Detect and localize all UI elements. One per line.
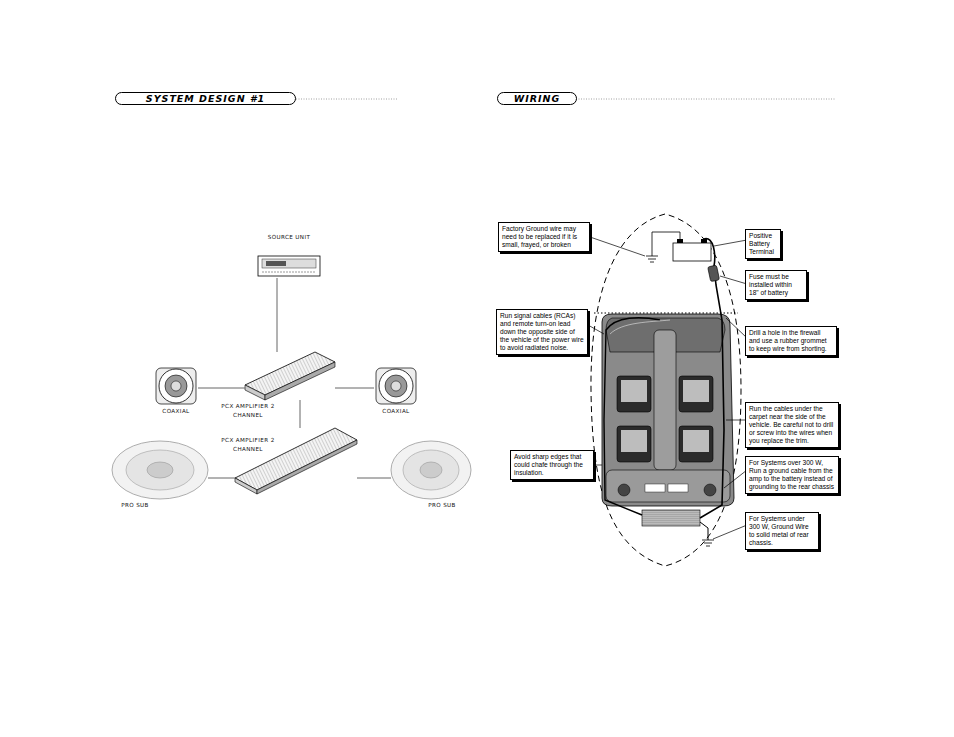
component-label: PCX AMPLIFIER 2 CHANNEL [215,402,281,420]
callout-box: Avoid sharp edges that could chafe throu… [510,450,594,480]
component-label: PRO SUB [110,501,160,510]
speaker-wire [357,478,391,479]
source-unit: SOURCE UNIT [258,254,320,278]
callout-text: For Systems under 300 W, Ground Wire to … [749,515,815,547]
header-rule [296,99,398,100]
speaker-wire [208,478,235,479]
coaxial-figure [156,368,196,404]
callout-text: For Systems over 300 W, Run a ground cab… [749,459,835,491]
subwoofer: PRO SUB [391,441,473,499]
subwoofer: PRO SUB [112,441,208,499]
callout-text: Fuse must be installed within 18" of bat… [749,273,803,297]
component-label: COAXIAL [366,407,426,416]
callout-box: Run the cables under the carpet near the… [745,402,839,448]
callout-box: Run signal cables (RCAs) and remote turn… [496,309,588,355]
source-unit-figure [258,256,320,276]
callout-text: Avoid sharp edges that could chafe throu… [514,453,590,477]
amplifier-figure [245,352,335,400]
amplifier: PCX AMPLIFIER 2 CHANNEL [235,428,357,494]
coaxial-speaker: COAXIAL [374,370,418,404]
callout-text: Drill a hole in the firewall and use a r… [749,329,833,353]
subwoofer-figure [112,441,208,499]
callout-text: Positive Battery Terminal [749,232,777,256]
callout-box: Fuse must be installed within 18" of bat… [745,270,807,300]
coaxial-speaker: COAXIAL [154,370,198,404]
component-label: PCX AMPLIFIER 2 CHANNEL [215,436,281,454]
component-label: SOURCE UNIT [250,233,328,242]
callout-box: Positive Battery Terminal [745,229,781,259]
subwoofer-figure [391,441,471,499]
component-label: COAXIAL [146,407,206,416]
car-figure [591,214,741,566]
callout-box: For Systems over 300 W, Run a ground cab… [745,456,839,494]
amplifier: PCX AMPLIFIER 2 CHANNEL [245,352,335,400]
header-rule [576,99,836,100]
coaxial-figure [376,368,416,404]
section-title: SYSTEM DESIGN #1 [115,92,296,105]
speaker-wire [198,388,245,389]
section-title: WIRING [497,92,577,105]
callout-text: Run signal cables (RCAs) and remote turn… [500,312,584,352]
callout-box: Factory Ground wire may need to be repla… [498,222,590,252]
callout-box: For Systems under 300 W, Ground Wire to … [745,512,819,550]
speaker-wire [335,388,374,389]
speaker-wire [277,278,278,352]
component-label: PRO SUB [417,501,467,510]
leader-line [588,237,747,539]
callout-text: Factory Ground wire may need to be repla… [502,225,586,249]
callout-box: Drill a hole in the firewall and use a r… [745,326,837,356]
speaker-wire [300,400,301,428]
callout-text: Run the cables under the carpet near the… [749,405,835,445]
